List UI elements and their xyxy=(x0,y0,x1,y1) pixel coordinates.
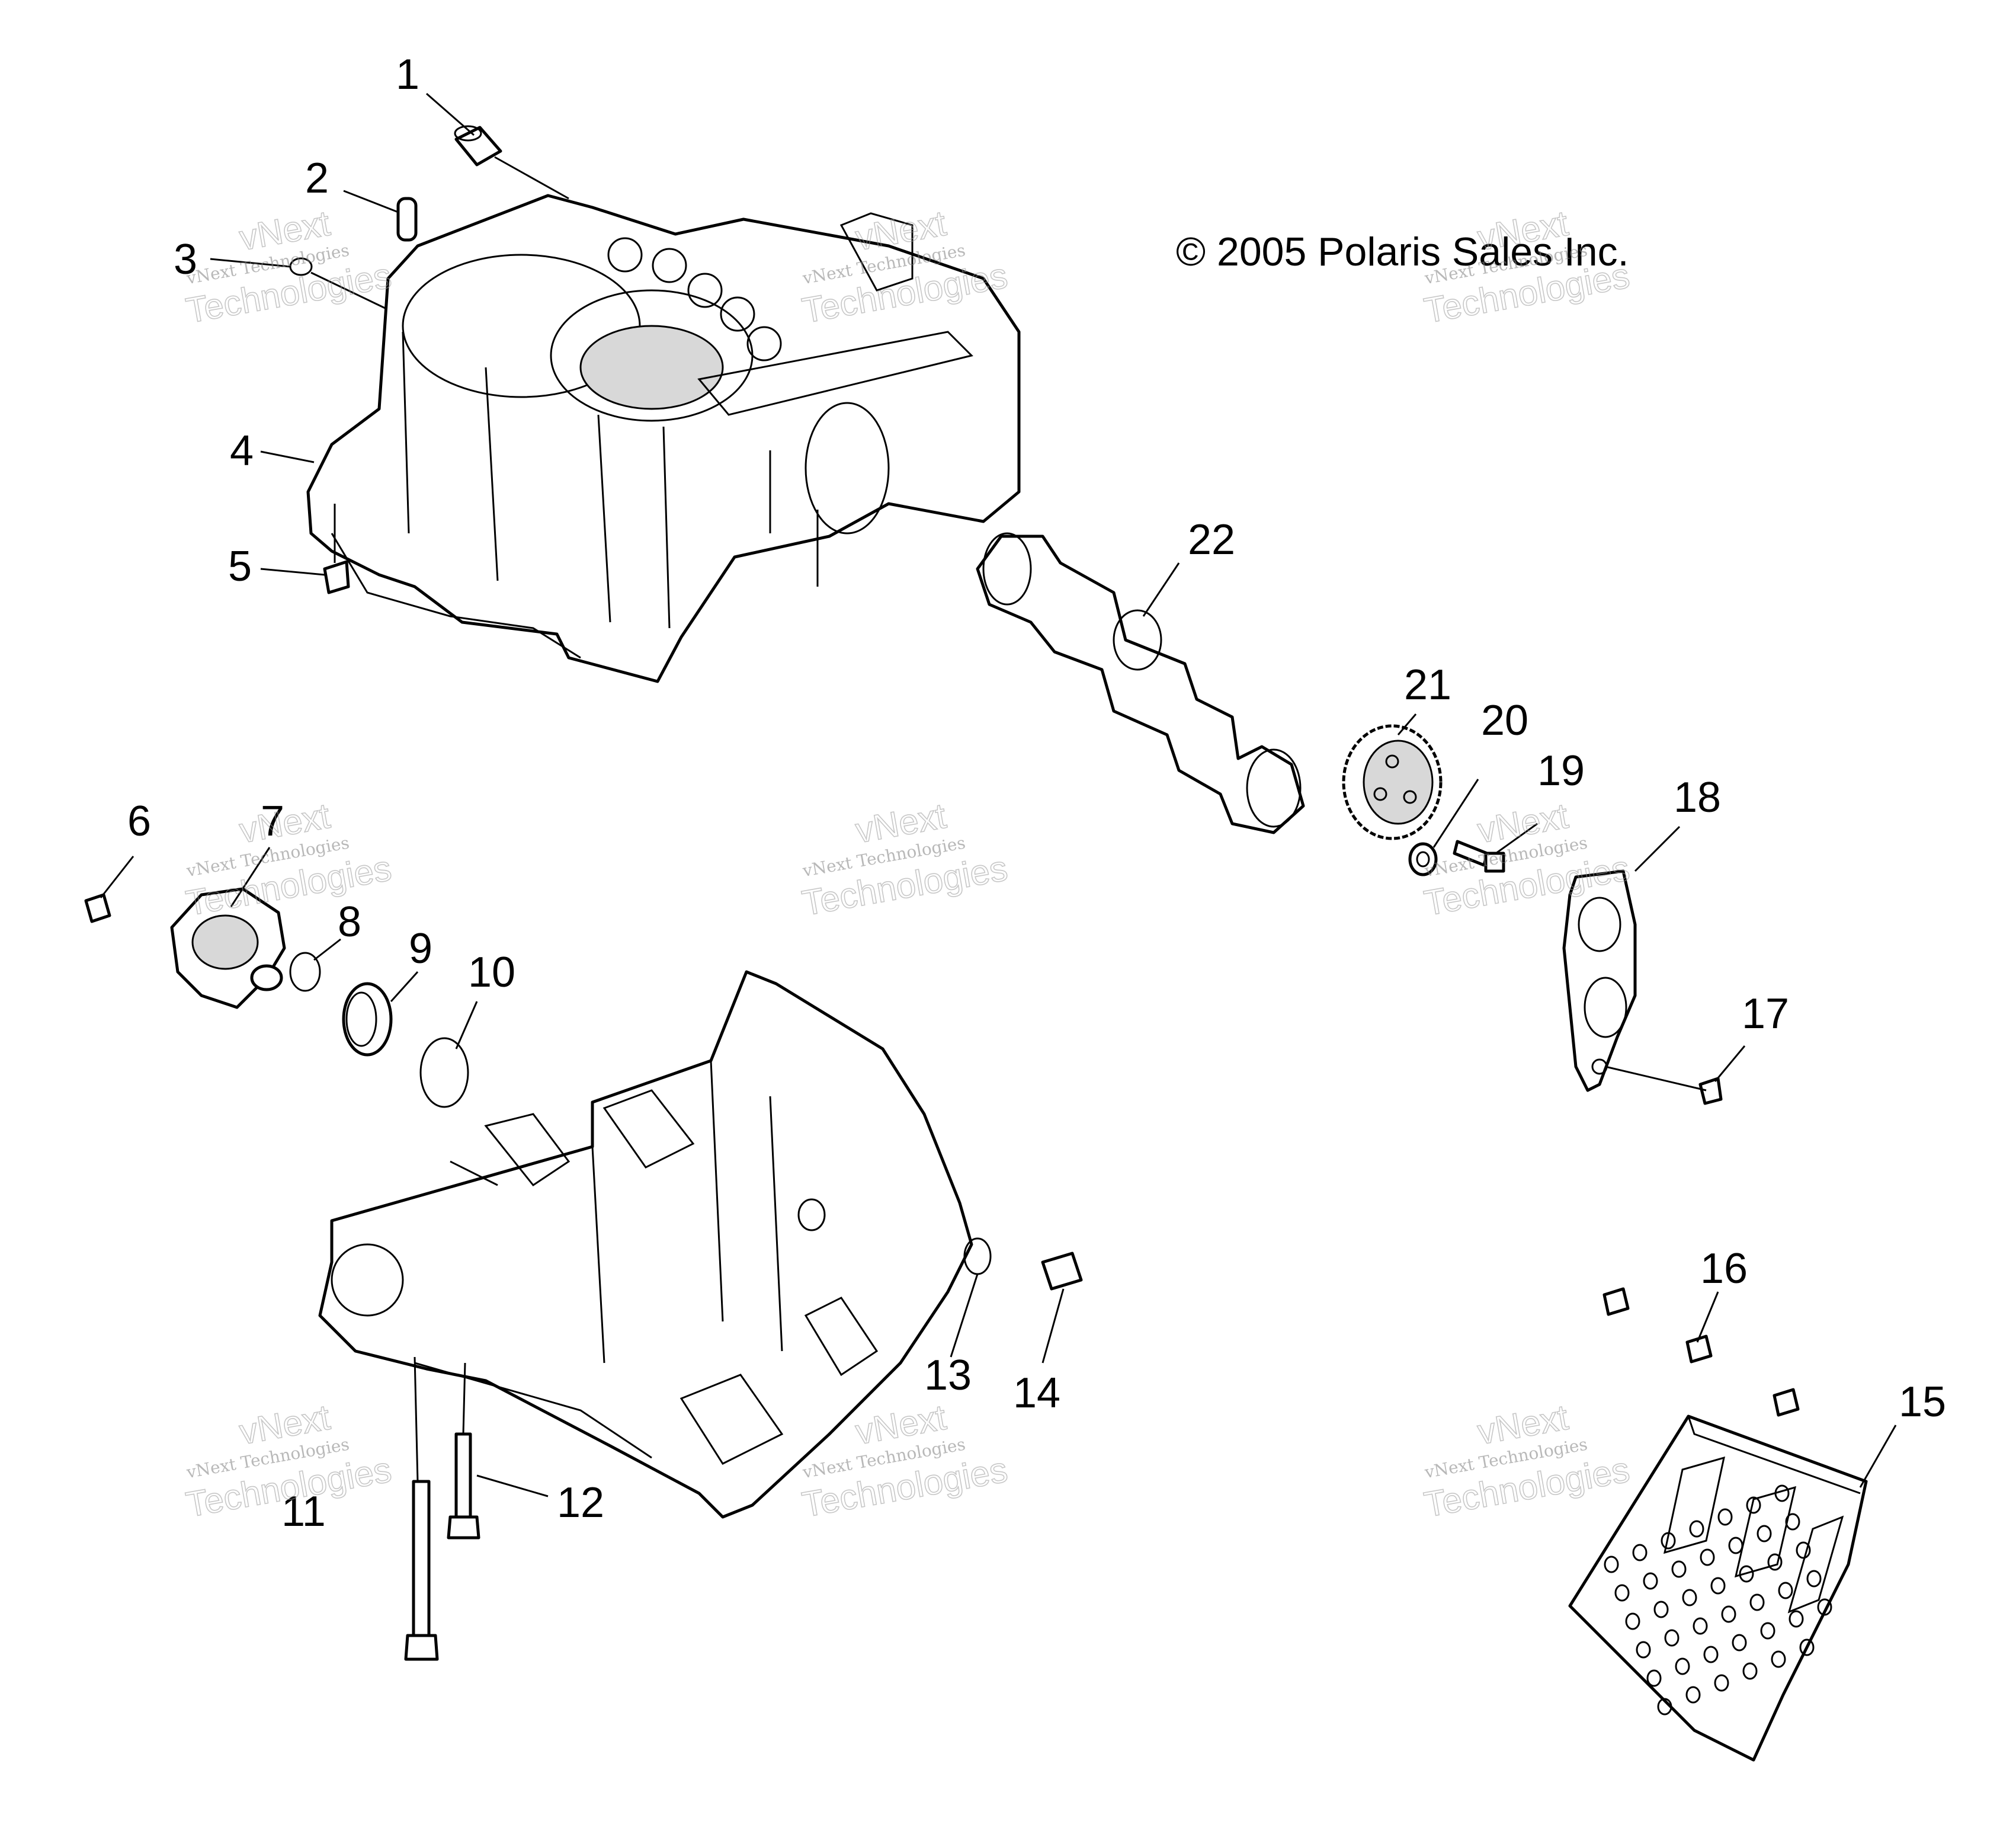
callout-16: 16 xyxy=(1700,1245,1748,1292)
washer-13 xyxy=(963,1237,992,1275)
skid-plate-hole xyxy=(1774,1484,1790,1502)
skid-plate-hole xyxy=(1742,1662,1758,1680)
skid-plate-hole xyxy=(1728,1537,1743,1554)
skid-plate-hole xyxy=(1710,1577,1726,1595)
skid-plate-hole xyxy=(1625,1612,1640,1630)
callout-19: 19 xyxy=(1537,747,1585,795)
callout-8: 8 xyxy=(338,898,361,946)
callout-6: 6 xyxy=(127,798,151,845)
skid-plate-hole xyxy=(1714,1674,1729,1692)
washer-20 xyxy=(1408,842,1438,876)
skid-plate-hole xyxy=(1703,1646,1719,1663)
skid-plate-hole xyxy=(1749,1593,1765,1611)
skid-plate-holes xyxy=(1604,1484,1832,1716)
skid-plate-hole xyxy=(1796,1541,1811,1559)
skid-plate-hole xyxy=(1778,1582,1793,1599)
skid-plate-hole xyxy=(1614,1584,1630,1602)
skid-plate-hole xyxy=(1771,1650,1786,1668)
skid-plate-hole xyxy=(1806,1570,1822,1588)
callout-22: 22 xyxy=(1188,516,1235,564)
cam-gear-21 xyxy=(1342,724,1443,840)
skid-plate-hole xyxy=(1653,1601,1669,1618)
skid-plate-hole xyxy=(1646,1669,1662,1687)
skid-plate-hole xyxy=(1799,1638,1815,1656)
bolt-19 xyxy=(1453,840,1505,873)
plug-14 xyxy=(1041,1252,1083,1291)
callout-9: 9 xyxy=(409,925,432,972)
skid-plate-hole xyxy=(1732,1634,1747,1652)
skid-plate-hole xyxy=(1671,1560,1687,1578)
callout-3: 3 xyxy=(174,236,197,283)
leader-lines xyxy=(100,92,1897,1497)
callout-labels: 1 2 3 4 5 6 7 8 9 10 11 12 13 14 15 16 1… xyxy=(127,51,1946,1535)
callout-11: 11 xyxy=(281,1488,326,1535)
skid-plate-hole xyxy=(1689,1520,1704,1538)
skid-plate-hole xyxy=(1817,1598,1832,1616)
cap-nut-5 xyxy=(323,560,350,594)
callout-21: 21 xyxy=(1404,661,1451,709)
skid-plate-hole xyxy=(1693,1617,1708,1635)
skid-plate-hole xyxy=(1643,1572,1658,1590)
callout-7: 7 xyxy=(261,798,284,845)
filter-9 xyxy=(342,982,393,1057)
skid-plate-15 xyxy=(1568,1414,1868,1762)
bolt-6 xyxy=(84,893,111,923)
copyright-notice: © 2005 Polaris Sales Inc. xyxy=(1176,229,1629,274)
skid-plate-hole xyxy=(1604,1556,1619,1573)
skid-plate-hole xyxy=(1632,1544,1648,1561)
callout-18: 18 xyxy=(1674,774,1721,821)
skid-plate-hole xyxy=(1785,1513,1800,1531)
dowel-pin-1 xyxy=(454,125,502,167)
skid-plate-hole xyxy=(1739,1565,1754,1583)
skid-plate-hole xyxy=(1700,1548,1715,1566)
skid-plate-hole xyxy=(1721,1605,1736,1623)
screw-17 xyxy=(1698,1077,1723,1105)
skid-plate-hole xyxy=(1685,1686,1701,1704)
upper-crankcase xyxy=(306,194,1021,683)
callout-2: 2 xyxy=(305,155,329,202)
skid-plate-hole xyxy=(1767,1553,1783,1571)
skid-plate-hole xyxy=(1636,1641,1651,1659)
skid-plate-hole xyxy=(1657,1698,1672,1716)
plate-18 xyxy=(1562,869,1637,1092)
callout-4: 4 xyxy=(230,427,254,475)
skid-plate-hole xyxy=(1760,1622,1775,1640)
callout-12: 12 xyxy=(557,1479,604,1526)
skid-plate-hole xyxy=(1675,1657,1690,1675)
skid-plate-hole xyxy=(1757,1525,1772,1542)
callout-17: 17 xyxy=(1742,990,1789,1038)
callout-14: 14 xyxy=(1013,1369,1060,1417)
skid-plate-hole xyxy=(1682,1589,1697,1606)
callout-20: 20 xyxy=(1481,697,1528,744)
callout-5: 5 xyxy=(228,543,252,590)
bolt-12 xyxy=(447,1432,480,1540)
bolt-16-a xyxy=(1602,1287,1630,1316)
dowel-pin-2 xyxy=(396,197,418,242)
callout-15: 15 xyxy=(1899,1378,1946,1426)
skid-plate-hole xyxy=(1746,1496,1761,1514)
callout-13: 13 xyxy=(924,1352,972,1399)
o-ring-8 xyxy=(289,952,321,992)
skid-plate-hole xyxy=(1664,1629,1680,1647)
bolt-16-c xyxy=(1773,1388,1800,1417)
bolt-11 xyxy=(404,1480,439,1661)
callout-10: 10 xyxy=(468,949,515,996)
lower-crankcase xyxy=(318,970,973,1519)
skid-plate-hole xyxy=(1717,1508,1733,1526)
camshaft-22 xyxy=(976,532,1305,834)
cover-7 xyxy=(170,887,286,1009)
callout-1: 1 xyxy=(396,51,419,98)
circlip-10 xyxy=(419,1037,469,1108)
skid-plate-hole xyxy=(1661,1532,1676,1550)
skid-plate-hole xyxy=(1789,1610,1804,1628)
